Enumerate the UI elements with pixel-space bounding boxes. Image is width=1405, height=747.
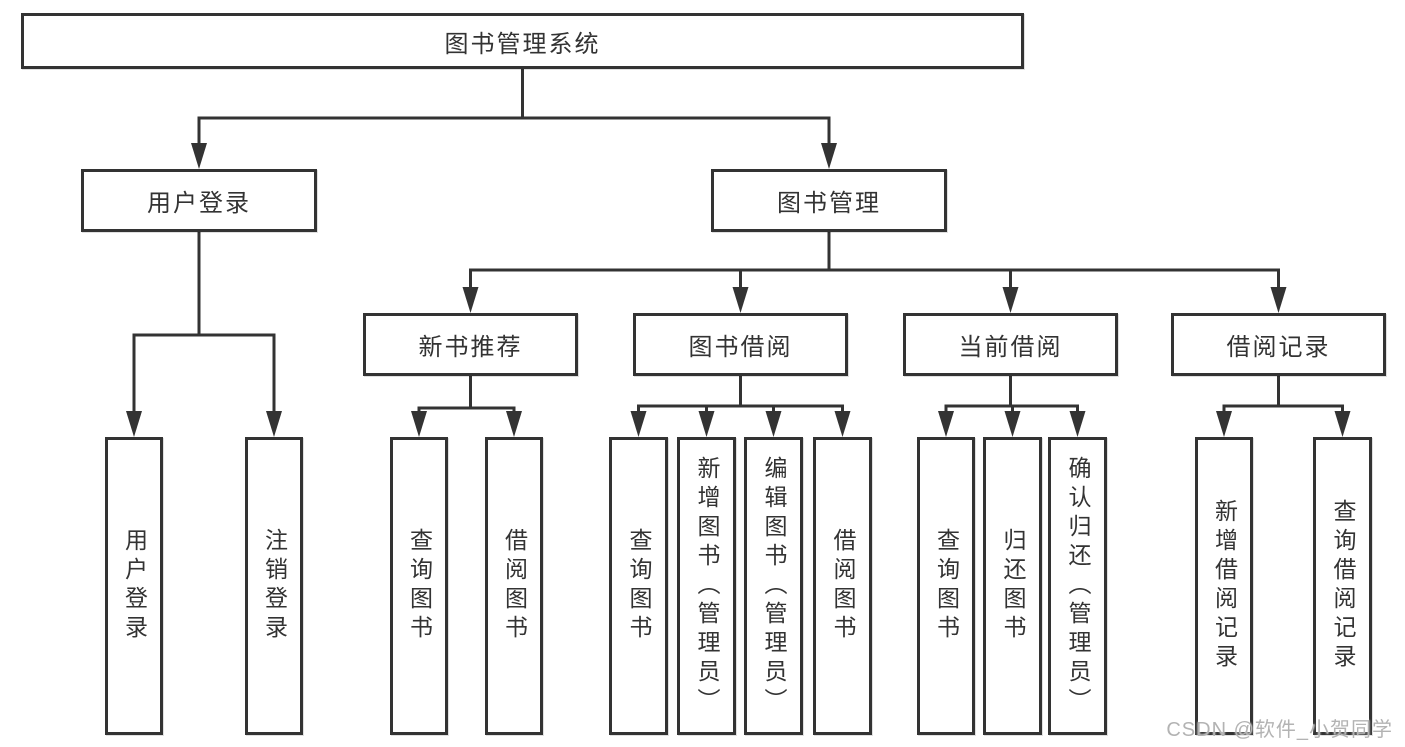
- node-label: 新书推荐: [418, 334, 523, 361]
- node-leaf-confirm-return-admin: 确认归还（管理员）: [1048, 437, 1107, 735]
- node-user-login: 用户登录: [81, 169, 317, 232]
- node-label: 查询图书: [626, 528, 652, 644]
- node-label: 编辑图书（管理员）: [761, 455, 787, 717]
- node-leaf-return-books: 归还图书: [983, 437, 1042, 735]
- node-label: 借阅记录: [1226, 334, 1331, 361]
- node-leaf-edit-books-admin: 编辑图书（管理员）: [744, 437, 803, 735]
- node-label: 借阅图书: [501, 528, 528, 644]
- node-label: 图书管理系统: [444, 30, 601, 58]
- node-leaf-borrow-books-rec: 借阅图书: [485, 437, 543, 735]
- node-borrowing-records: 借阅记录: [1171, 313, 1386, 376]
- node-new-book-recommend: 新书推荐: [363, 313, 578, 376]
- watermark: CSDN @软件_小贺同学: [1166, 719, 1393, 741]
- node-current-borrowing: 当前借阅: [903, 313, 1118, 376]
- node-root: 图书管理系统: [21, 13, 1024, 69]
- node-leaf-query-books-borrow: 查询图书: [609, 437, 668, 735]
- node-label: 确认归还（管理员）: [1065, 455, 1091, 717]
- node-book-management: 图书管理: [711, 169, 947, 232]
- node-leaf-logout: 注销登录: [245, 437, 303, 735]
- node-leaf-borrow-books-borrow: 借阅图书: [813, 437, 872, 735]
- node-label: 图书管理: [777, 190, 881, 217]
- node-label: 用户登录: [121, 528, 148, 644]
- node-label: 归还图书: [1000, 528, 1026, 644]
- node-label: 用户登录: [147, 190, 251, 217]
- node-book-borrowing: 图书借阅: [633, 313, 848, 376]
- node-leaf-query-books-current: 查询图书: [917, 437, 975, 735]
- node-label: 注销登录: [261, 528, 288, 644]
- node-label: 查询图书: [933, 528, 960, 644]
- node-label: 新增图书（管理员）: [694, 455, 720, 717]
- node-leaf-add-borrow-record: 新增借阅记录: [1195, 437, 1253, 735]
- node-label: 当前借阅: [958, 334, 1063, 361]
- node-leaf-query-borrow-record: 查询借阅记录: [1313, 437, 1372, 735]
- node-label: 图书借阅: [688, 334, 793, 361]
- node-leaf-query-books-rec: 查询图书: [390, 437, 448, 735]
- node-label: 查询图书: [406, 528, 433, 644]
- node-label: 新增借阅记录: [1211, 499, 1238, 673]
- node-leaf-user-login: 用户登录: [105, 437, 163, 735]
- node-label: 查询借阅记录: [1330, 499, 1356, 673]
- node-label: 借阅图书: [830, 528, 856, 644]
- node-leaf-add-books-admin: 新增图书（管理员）: [677, 437, 736, 735]
